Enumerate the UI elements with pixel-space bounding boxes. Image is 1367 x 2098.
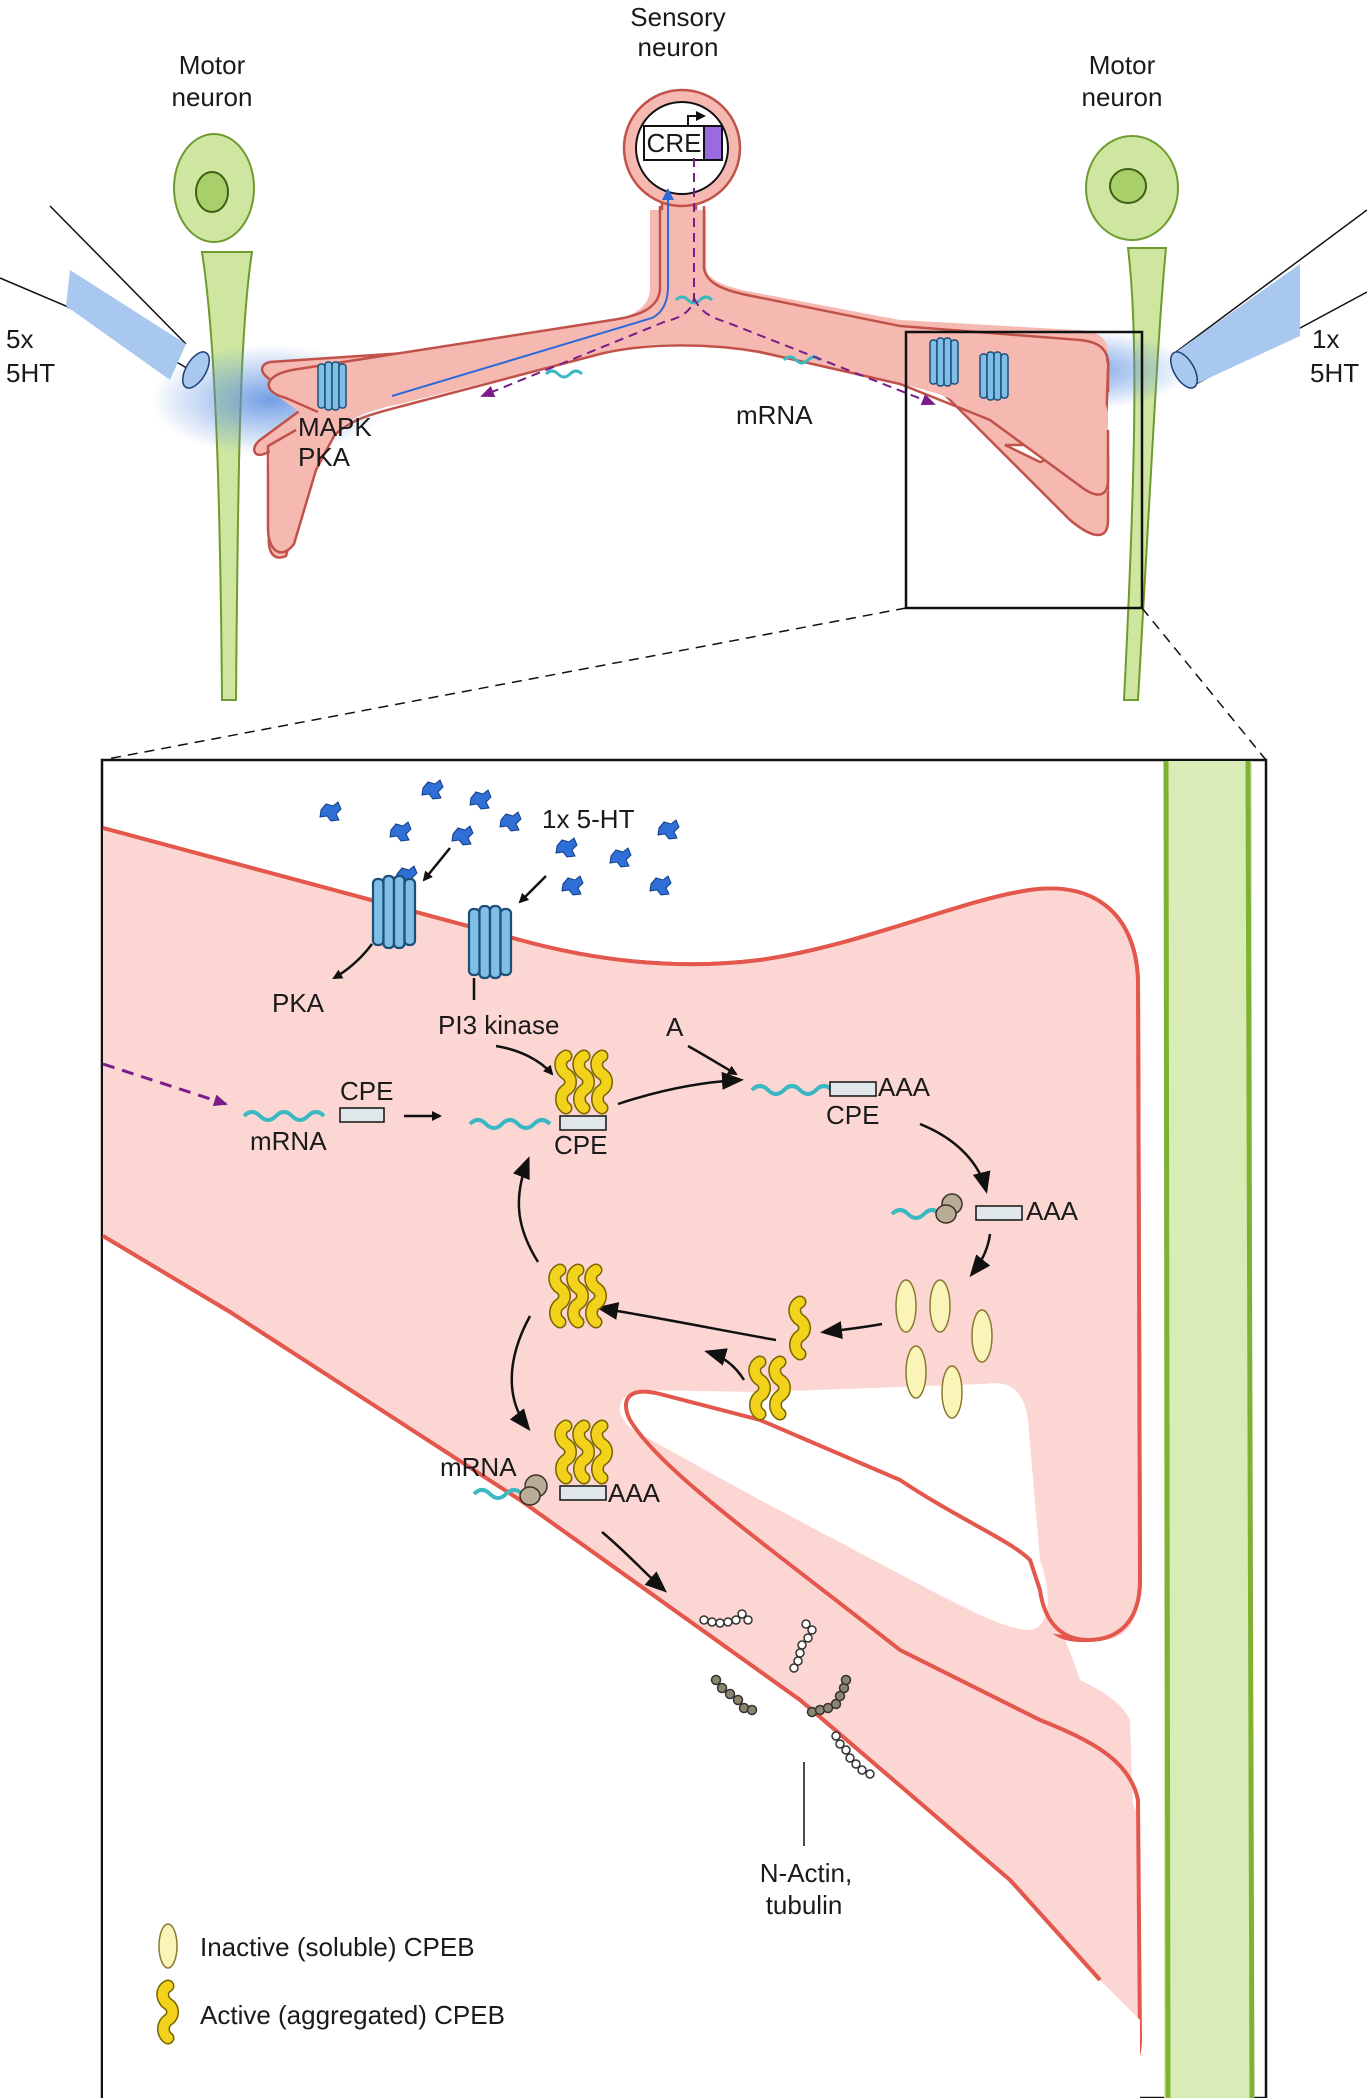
pipette-left (0, 205, 210, 389)
tubulin-chain (699, 1609, 753, 1628)
terminal-outline (102, 826, 1143, 2092)
actin-chain (710, 1674, 758, 1716)
stim-right-label-2: 5HT (1310, 358, 1359, 388)
stim-left-label-1: 5x (6, 324, 33, 354)
zoom-guide-left (101, 607, 907, 761)
sensory-outline (266, 206, 1110, 554)
stim-right-label-1: 1x (1312, 324, 1339, 354)
cpe-box (339, 1107, 385, 1123)
cpeb-inactive-icon (905, 1345, 927, 1399)
signal-path-blue (391, 188, 674, 397)
cpeb-inactive-icon (971, 1309, 993, 1363)
motor-right-label-1: Motor (1089, 50, 1156, 80)
pipette-right (1170, 209, 1367, 389)
cpeb-inactive-icon (895, 1279, 917, 1333)
stim-left-label-2: 5HT (6, 358, 55, 388)
cpe-top-label: CPE (826, 1100, 879, 1130)
legend-inactive-icon (158, 1923, 178, 1969)
pka-label: PKA (298, 442, 351, 472)
aaa-ribo-label: AAA (1026, 1196, 1079, 1226)
mrna-bottom-label: mRNA (440, 1452, 517, 1482)
receptor-icon (317, 361, 347, 411)
tubulin-chain (831, 1731, 875, 1779)
actin-label-1: N-Actin, (760, 1858, 852, 1888)
cpe-box (559, 1485, 607, 1501)
stim-label-inset: 1x 5-HT (542, 804, 635, 834)
actin-tubulin-chains (699, 1609, 875, 1779)
motor-right-label-2: neuron (1082, 82, 1163, 112)
zoom-box (904, 330, 1144, 610)
receptor-pka-icon (371, 874, 417, 950)
pka-label-inset: PKA (272, 988, 325, 1018)
top-panel: CRE (0, 2, 1367, 761)
cpeb-inactive-icon (929, 1279, 951, 1333)
mapk-label: MAPK (298, 412, 372, 442)
mrna-path-right (693, 297, 936, 406)
sensory-label-2: neuron (638, 32, 719, 62)
legend-inactive-label: Inactive (soluble) CPEB (200, 1932, 475, 1962)
mrna-squiggle (750, 1084, 834, 1096)
motor-axon-strip (1164, 761, 1252, 2098)
pi3k-label: PI3 kinase (438, 1010, 559, 1040)
zoom-guide-right (1141, 607, 1267, 761)
cpe-center-label: CPE (554, 1130, 607, 1160)
cpe-left-label: CPE (340, 1076, 393, 1106)
legend-active-label: Active (aggregated) CPEB (200, 2000, 505, 2030)
sensory-neuron: CRE (252, 88, 1110, 559)
mrna-squiggle (544, 369, 584, 379)
aaa-top-label: AAA (878, 1072, 931, 1102)
sensory-label-1: Sensory (630, 2, 725, 32)
cpe-box (975, 1205, 1023, 1221)
cpe-box (829, 1081, 877, 1097)
cpeb-inactive-icon (941, 1365, 963, 1419)
receptor-icon (979, 351, 1009, 401)
mrna-left-label: mRNA (250, 1126, 327, 1156)
receptor-icon (929, 337, 959, 387)
cpe-box (559, 1115, 607, 1131)
actin-label-2: tubulin (766, 1890, 843, 1920)
aaa-bottom-label: AAA (608, 1478, 661, 1508)
receptor-pi3k-icon (467, 904, 513, 980)
motor-left-label-2: neuron (172, 82, 253, 112)
tubulin-chain (789, 1619, 817, 1673)
cre-label: CRE (647, 128, 702, 158)
mrna-squiggle (674, 295, 714, 305)
mrna-squiggle (242, 1110, 326, 1122)
inset-panel: 1x 5-HT PKA PI3 kinase A CPE mRNA CPE AA… (100, 758, 1268, 2098)
a-label: A (666, 1012, 684, 1042)
mrna-label-top: mRNA (736, 400, 813, 430)
legend: Inactive (soluble) CPEB Active (aggregat… (158, 1923, 505, 2038)
mrna-squiggle (468, 1118, 552, 1130)
mrna-entry-arrow (102, 1062, 228, 1106)
motor-left-label-1: Motor (179, 50, 246, 80)
actin-chain (806, 1674, 852, 1718)
